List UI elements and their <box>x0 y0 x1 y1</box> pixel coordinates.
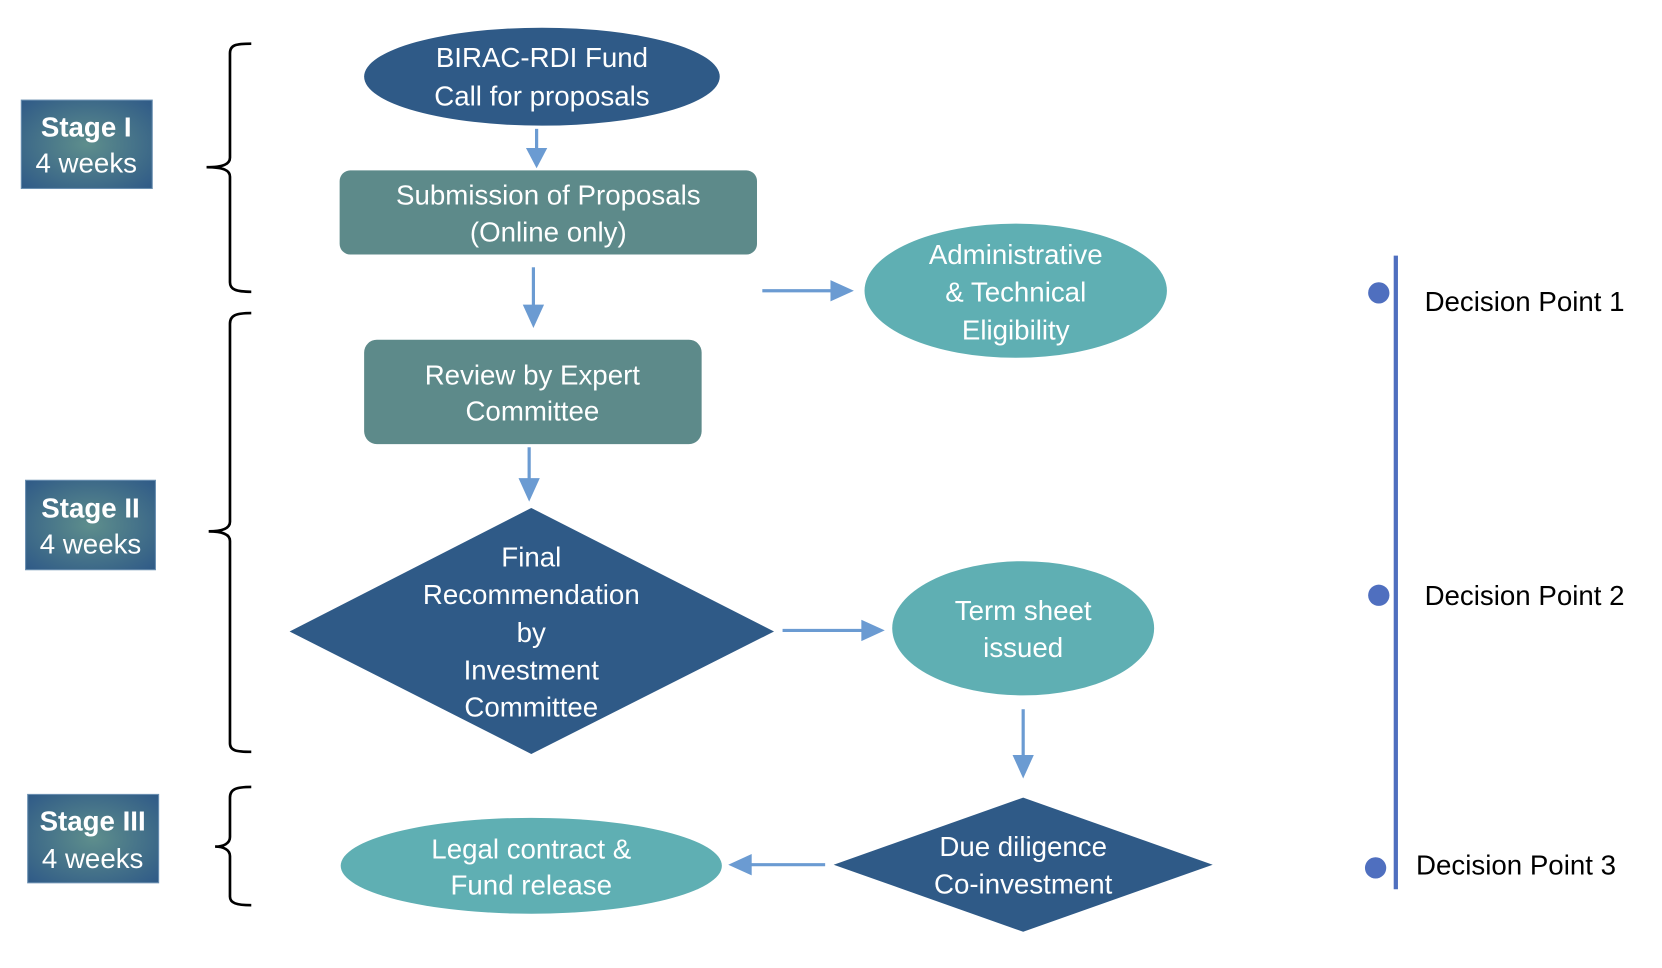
node-label: Co-investment <box>934 868 1113 899</box>
node-label: Fund release <box>451 870 613 901</box>
stage-1-duration: 4 weeks <box>35 148 137 179</box>
node-label: Call for proposals <box>434 80 649 111</box>
eligibility-node: Administrative & Technical Eligibility <box>864 223 1167 358</box>
due-diligence-node: Due diligence Co-investment <box>833 797 1213 932</box>
node-label: Submission of Proposals <box>396 179 701 210</box>
node-label: Administrative <box>929 239 1103 270</box>
decision-point-3-label: Decision Point 3 <box>1416 849 1616 880</box>
arrow-due-diligence-to-legal <box>728 854 826 876</box>
call-for-proposals-node: BIRAC-RDI Fund Call for proposals <box>364 27 720 126</box>
arrow-to-eligibility <box>762 280 854 302</box>
arrow-review-to-final <box>518 447 540 502</box>
node-label: Final <box>501 542 561 573</box>
node-label: Committee <box>465 396 599 427</box>
stage-3-duration: 4 weeks <box>42 843 144 874</box>
stage-2-box: Stage II 4 weeks <box>25 479 156 571</box>
stage-2-duration: 4 weeks <box>40 529 142 560</box>
node-label: & Technical <box>945 276 1086 307</box>
decision-point-1-marker <box>1368 282 1390 304</box>
node-label: Term sheet <box>955 595 1092 626</box>
arrow-term-sheet-to-due-diligence <box>1012 709 1034 779</box>
node-label: Due diligence <box>939 831 1107 862</box>
stage-1-box: Stage I 4 weeks <box>20 99 153 190</box>
stage-3-box: Stage III 4 weeks <box>27 793 160 884</box>
decision-point-2-label: Decision Point 2 <box>1425 580 1625 611</box>
node-label: Investment <box>464 654 600 685</box>
node-label: Committee <box>464 692 598 723</box>
arrow-submission-to-review <box>522 267 545 328</box>
node-label: Recommendation <box>423 579 640 610</box>
stage-3-brace <box>215 785 252 907</box>
stage-2-title: Stage II <box>41 493 139 524</box>
stage-1-title: Stage I <box>41 111 132 142</box>
stage-3-title: Stage III <box>40 806 146 837</box>
final-recommendation-node: Final Recommendation by Investment Commi… <box>289 507 775 754</box>
arrow-call-to-submission <box>525 128 548 169</box>
stage-2-brace <box>208 311 252 754</box>
node-label: BIRAC-RDI Fund <box>436 42 648 73</box>
stage-1-brace <box>206 42 252 294</box>
submission-node: Submission of Proposals (Online only) <box>339 170 758 255</box>
node-label: Review by Expert <box>425 359 641 390</box>
node-label: by <box>517 617 546 648</box>
legal-contract-node: Legal contract & Fund release <box>340 817 722 914</box>
node-label: issued <box>983 632 1063 663</box>
node-label: Eligibility <box>962 315 1070 346</box>
node-label: (Online only) <box>470 217 627 248</box>
expert-review-node: Review by Expert Committee <box>364 339 702 445</box>
decision-point-3-marker <box>1364 857 1387 879</box>
node-label: Legal contract & <box>431 833 631 864</box>
arrow-final-to-term-sheet <box>782 619 885 642</box>
decision-point-1-label: Decision Point 1 <box>1425 286 1625 317</box>
term-sheet-node: Term sheet issued <box>892 561 1155 696</box>
decision-point-2-marker <box>1368 584 1390 606</box>
